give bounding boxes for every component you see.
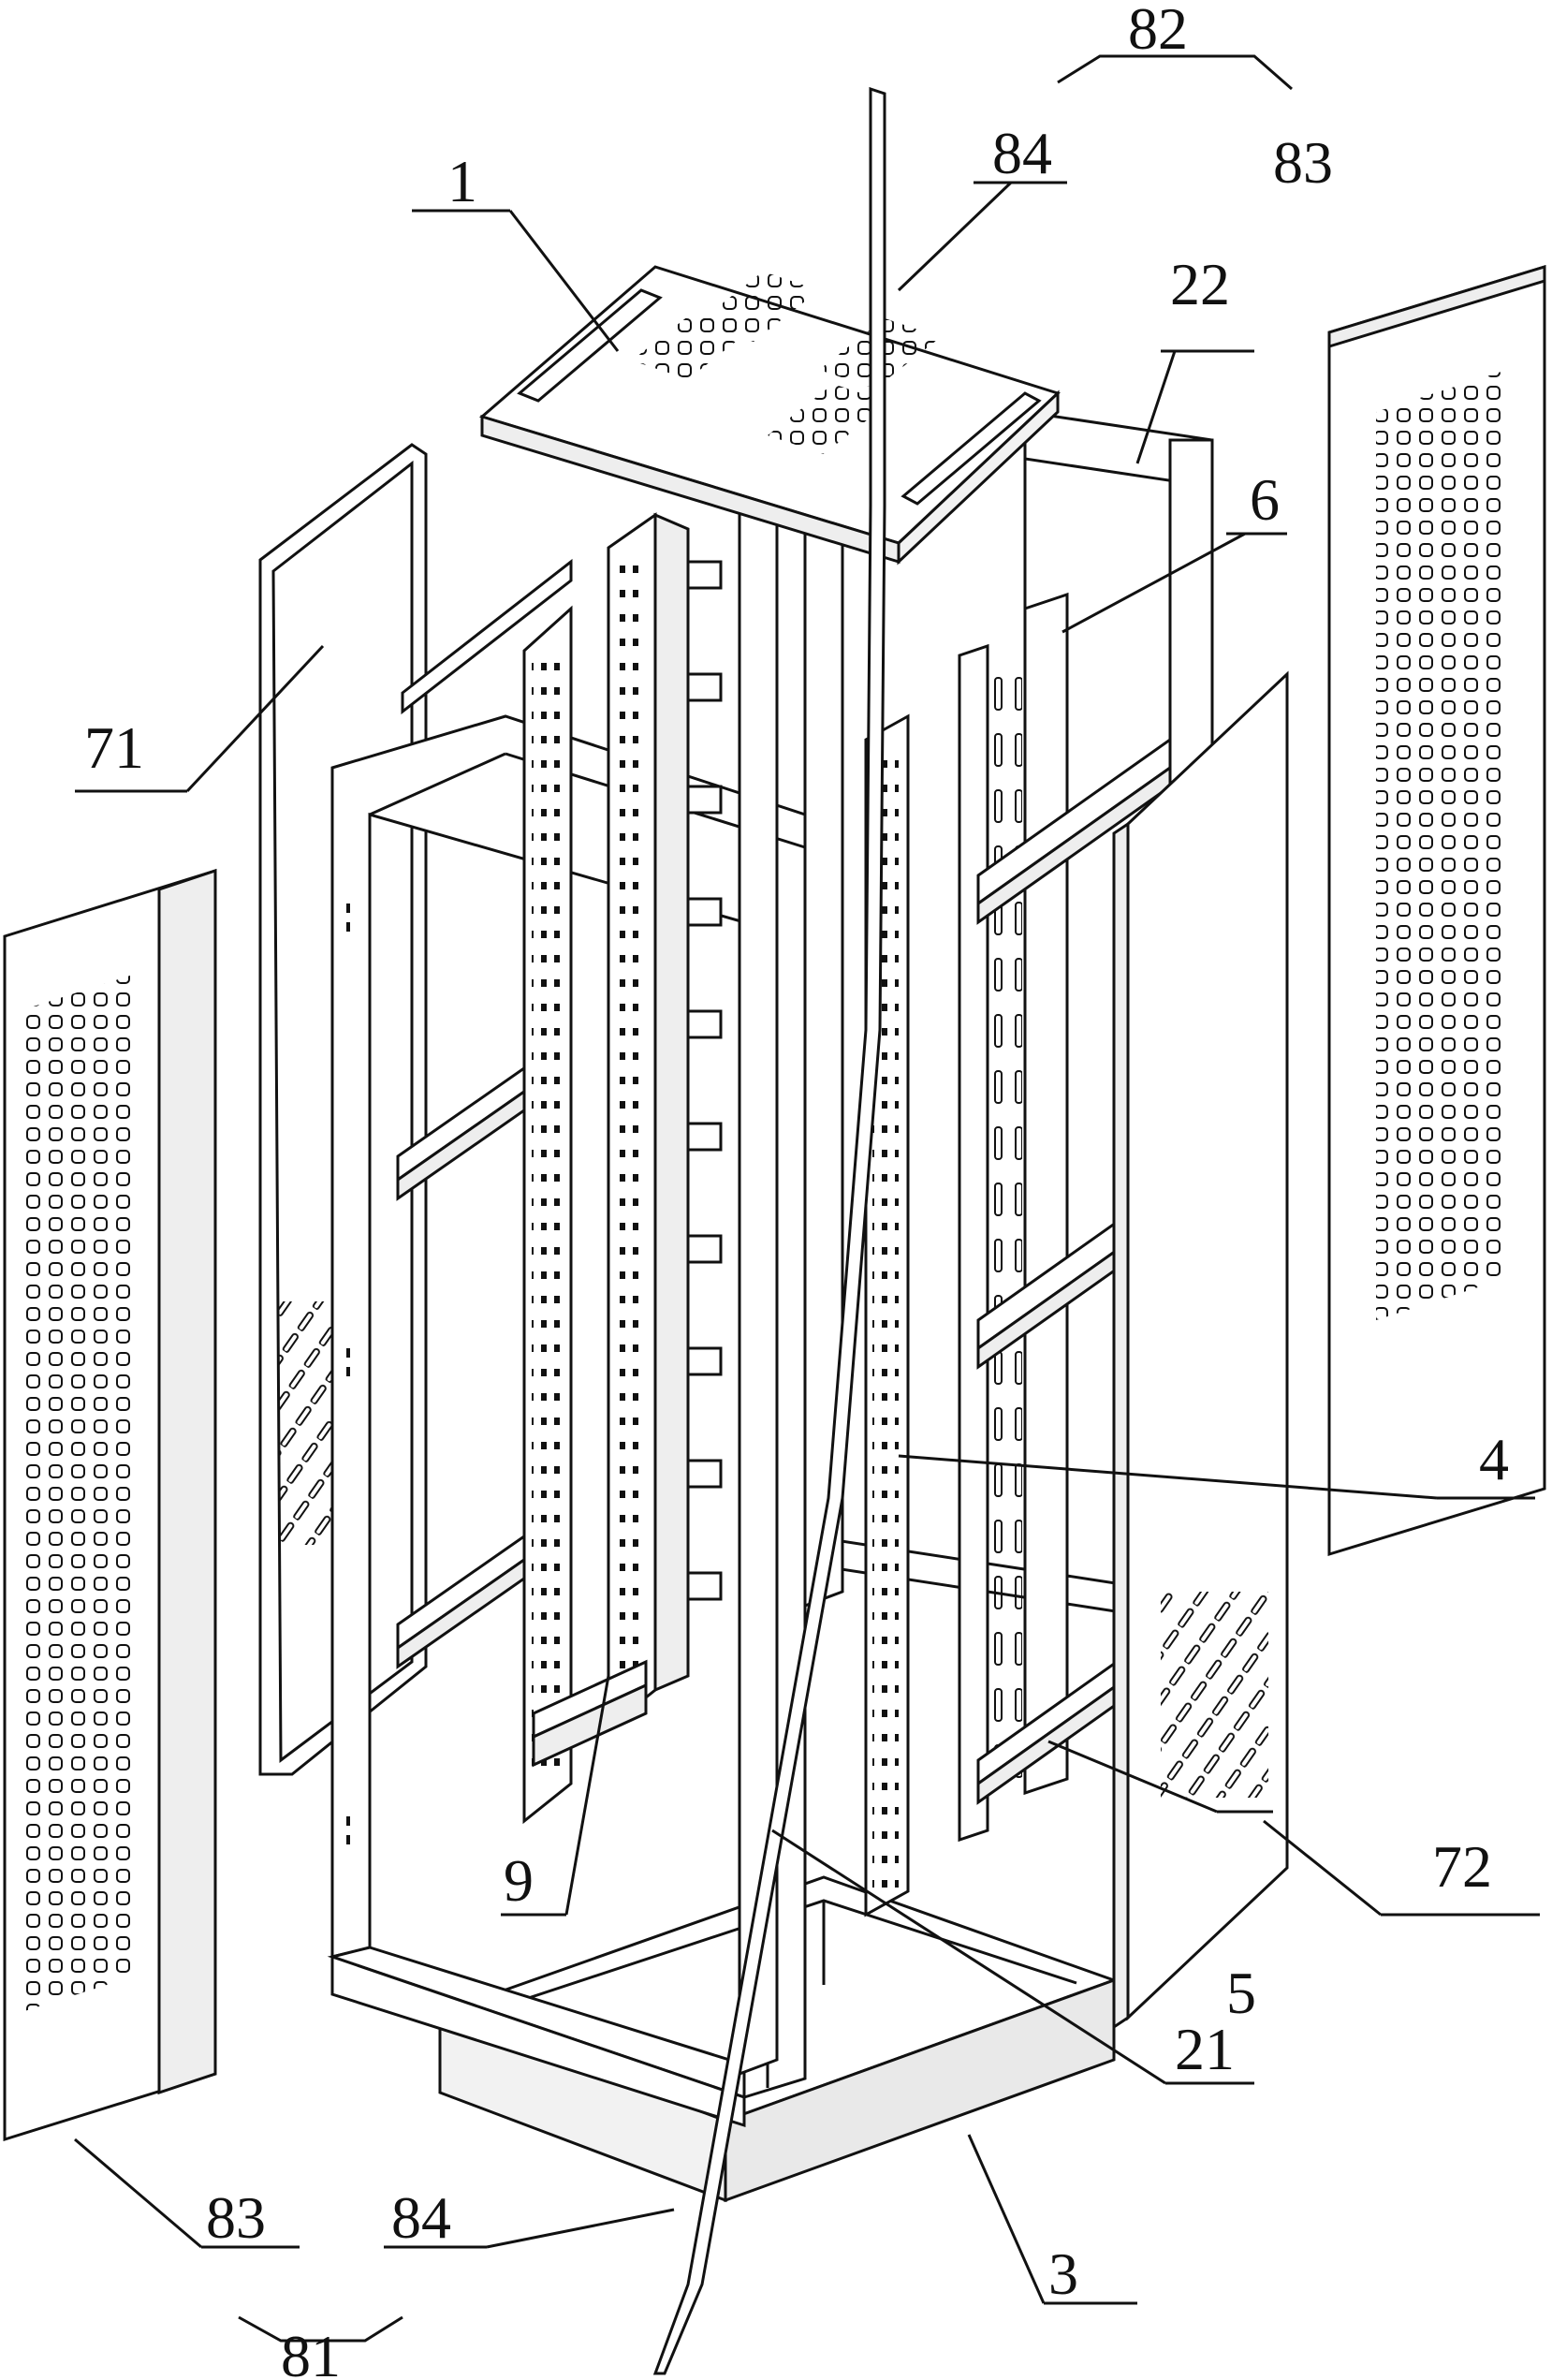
label-82: 82 (1128, 0, 1188, 62)
label-22: 22 (1170, 251, 1230, 317)
label-21: 21 (1175, 2016, 1235, 2082)
label-81: 81 (281, 2323, 341, 2380)
label-71: 71 (84, 714, 144, 781)
rack-upright-left (524, 609, 571, 1821)
label-83-bottom: 83 (206, 2184, 266, 2251)
rack-upright-center (608, 515, 688, 1727)
label-83-top: 83 (1273, 129, 1333, 196)
label-4: 4 (1479, 1426, 1509, 1492)
perforated-door-83-left (5, 871, 215, 2139)
label-84-top: 84 (992, 120, 1052, 186)
label-6: 6 (1250, 466, 1280, 533)
label-84-bottom: 84 (391, 2184, 451, 2251)
cable-management-clips (688, 562, 721, 1599)
perforated-door-83-right (1329, 267, 1545, 1554)
label-3: 3 (1048, 2240, 1078, 2307)
label-1: 1 (447, 148, 477, 214)
label-9: 9 (504, 1847, 534, 1914)
side-panel-72 (1114, 674, 1287, 2027)
label-72: 72 (1432, 1833, 1492, 1900)
top-cover-1 (482, 267, 1058, 562)
